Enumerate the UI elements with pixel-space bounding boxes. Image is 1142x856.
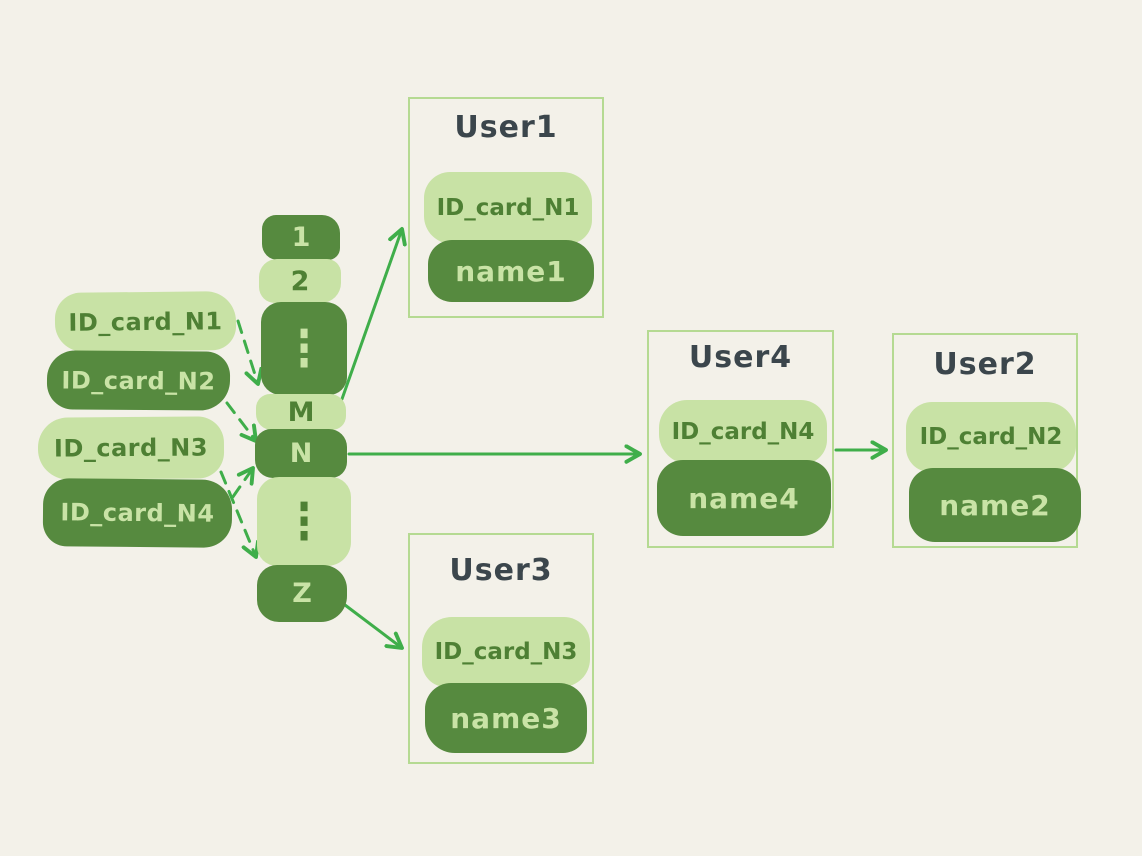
hash-bucket-2: 2: [259, 259, 341, 303]
vertical-dots: ⋮: [284, 319, 324, 378]
hash-bucket-ellipsis-upper: ⋮: [261, 302, 347, 395]
hash-bucket-1: 1: [262, 215, 340, 260]
user2-name-pill: name2: [909, 468, 1081, 542]
user3-box: User3 ID_card_N3 name3: [408, 533, 594, 764]
user1-name-pill: name1: [428, 240, 594, 302]
id-card-pill-2: ID_card_N2: [46, 350, 231, 411]
edge-bucket-z-to-user3: [343, 603, 404, 650]
edge-card1-to-bucket-m: [236, 319, 264, 386]
id-card-pill-1: ID_card_N1: [54, 291, 237, 352]
user4-name-pill: name4: [657, 460, 831, 536]
user3-id-card-pill: ID_card_N3: [422, 617, 590, 687]
edge-card2-to-bucket-n: [225, 401, 258, 443]
hash-bucket-z: Z: [257, 565, 347, 622]
user4-box: User4 ID_card_N4 name4: [647, 330, 834, 548]
vertical-dots: ⋮: [284, 492, 324, 551]
user4-title: User4: [688, 340, 793, 375]
id-card-pill-3: ID_card_N3: [37, 416, 225, 480]
user4-id-card-pill: ID_card_N4: [659, 400, 827, 464]
user2-id-card-pill: ID_card_N2: [906, 402, 1076, 472]
hash-bucket-ellipsis-lower: ⋮: [257, 477, 351, 566]
user2-title: User2: [933, 347, 1037, 382]
user1-title: User1: [454, 110, 558, 145]
user1-box: User1 ID_card_N1 name1: [408, 97, 604, 318]
hash-bucket-m: M: [256, 394, 346, 430]
hash-bucket-n: N: [255, 429, 347, 478]
user2-box: User2 ID_card_N2 name2: [892, 333, 1081, 548]
edge-bucket-m-to-user1: [340, 227, 407, 401]
user3-name-pill: name3: [425, 683, 587, 753]
user3-title: User3: [449, 553, 553, 588]
id-card-pill-4: ID_card_N4: [42, 478, 233, 548]
user1-id-card-pill: ID_card_N1: [424, 172, 592, 244]
